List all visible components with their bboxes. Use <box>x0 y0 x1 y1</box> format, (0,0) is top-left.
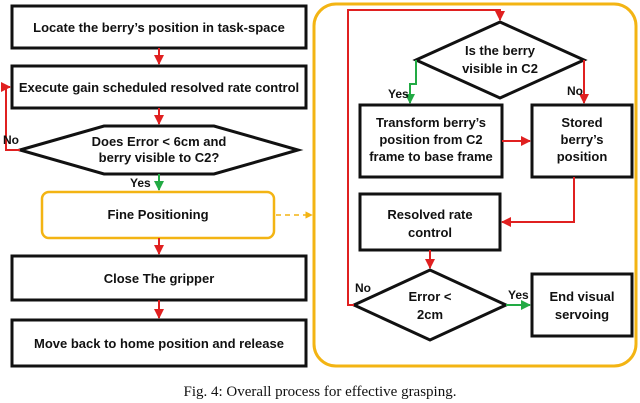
error-line2: 2cm <box>417 307 443 322</box>
arrow-visible-yes <box>405 60 417 104</box>
stored-line3: position <box>557 149 608 164</box>
end-line1: End visual <box>549 289 614 304</box>
error-line1: Error < <box>409 289 452 304</box>
visible-line2: visible in C2 <box>462 61 538 76</box>
no-label-visible: No <box>567 84 583 98</box>
decision-line2: berry visible to C2? <box>99 150 220 165</box>
figure-caption: Fig. 4: Overall process for effective gr… <box>184 384 457 400</box>
decision-line1: Does Error < 6cm and <box>92 134 227 149</box>
yes-label-visible: Yes <box>388 87 409 101</box>
resolved-line1: Resolved rate <box>387 207 472 222</box>
resolved-line2: control <box>408 225 452 240</box>
stored-line1: Stored <box>561 115 602 130</box>
move-home-label: Move back to home position and release <box>34 336 284 351</box>
end-servoing-box <box>530 272 634 338</box>
close-gripper-label: Close The gripper <box>104 271 215 286</box>
decision-error-6cm <box>14 124 304 176</box>
move-home-box <box>10 318 308 368</box>
arrow-no-loop <box>1 82 20 151</box>
transform-line2: position from C2 <box>379 132 482 147</box>
execute-box <box>10 64 308 110</box>
fine-positioning-label: Fine Positioning <box>107 207 208 222</box>
execute-label: Execute gain scheduled resolved rate con… <box>19 80 299 95</box>
arrow-stored-to-resolved <box>501 177 575 227</box>
transform-line1: Transform berry’s <box>376 115 486 130</box>
stored-line2: berry’s <box>561 132 604 147</box>
end-line2: servoing <box>555 307 609 322</box>
visible-line1: Is the berry <box>465 43 536 58</box>
resolved-rate-box <box>358 192 502 252</box>
no-label-left: No <box>3 133 19 147</box>
locate-label: Locate the berry’s position in task-spac… <box>33 20 285 35</box>
yes-label-error: Yes <box>508 288 529 302</box>
arrow-error-no-loop <box>347 9 505 306</box>
transform-line3: frame to base frame <box>369 149 493 164</box>
stored-position-box <box>530 103 634 179</box>
yes-label-left: Yes <box>130 176 151 190</box>
no-label-error: No <box>355 281 371 295</box>
